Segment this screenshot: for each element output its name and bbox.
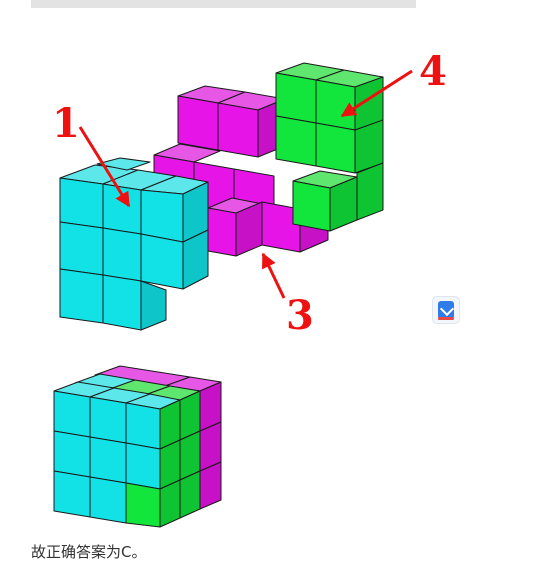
check-icon <box>438 301 454 319</box>
piece-1-cyan <box>59 157 209 331</box>
answer-text: 故正确答案为C。 <box>31 543 147 561</box>
arrow-1 <box>78 126 131 208</box>
arrow-4 <box>340 69 413 118</box>
label-4: 4 <box>419 48 447 95</box>
piece-4-green <box>275 62 384 232</box>
arrows <box>78 69 413 299</box>
arrow-3 <box>261 252 286 299</box>
top-scroll-bar <box>31 0 416 8</box>
label-3: 3 <box>286 292 314 339</box>
assembled-cube <box>53 365 222 528</box>
study-app-icon[interactable] <box>432 296 460 324</box>
book-base-icon <box>438 317 454 320</box>
label-1: 1 <box>52 100 80 147</box>
